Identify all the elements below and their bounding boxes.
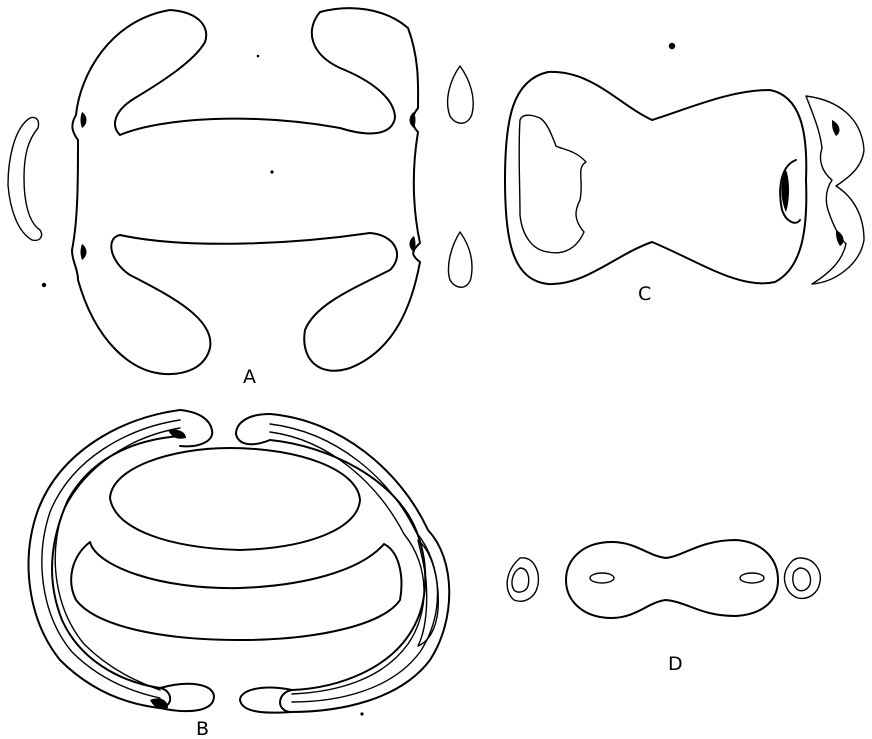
panel-d-label: D [668,653,683,675]
panel-a-speck [42,283,46,287]
panel-c-label: C [638,283,651,305]
panel-b-left-middle-ring [42,420,180,698]
panel-a-edge-mark [410,236,416,252]
panel-a-right-drop-upper [448,66,474,123]
panel-c-cap-mark [832,120,839,136]
panel-b-speck [360,712,363,715]
panel-d-left-ring-inner [512,568,529,592]
panel-a-speck [257,55,260,58]
panel-b-right-upper-lobe [236,414,270,444]
panel-a-edge-mark [410,112,416,128]
panel-b-lower-crescent [71,542,401,640]
panel-b-upper-oval [110,448,360,550]
panel-b-right-inner-ring [270,432,424,694]
panel-d-right-ring-outer [785,558,821,598]
panel-b-left-lower-lobe [160,684,214,711]
panel-a-edge-mark [81,244,87,260]
panel-b-left-upper-lobe [180,410,212,446]
panel-a-right-drop-lower [448,232,472,287]
panel-a-left-crescent [8,117,42,240]
panel-b-right-bulge [418,540,438,646]
panel-c-inner-contour [519,115,586,253]
panel-d [507,540,820,618]
panel-d-inner-oval-right [740,573,764,583]
panel-c-cap-mark [836,230,843,246]
panel-c [505,43,864,284]
panel-a [8,8,473,374]
panel-d-inner-oval-left [590,573,614,583]
panel-a-outer-contour [72,8,420,374]
panel-b [29,410,450,716]
panel-b-label: B [196,718,209,739]
panel-a-speck [270,170,273,173]
panel-b-left-inner-ring [55,428,180,690]
panel-a-edge-mark [81,112,87,128]
panel-c-speck [669,43,675,49]
panel-a-label: A [243,366,256,388]
panel-d-outer-contour [566,540,778,618]
panel-d-right-ring-inner [793,568,811,591]
